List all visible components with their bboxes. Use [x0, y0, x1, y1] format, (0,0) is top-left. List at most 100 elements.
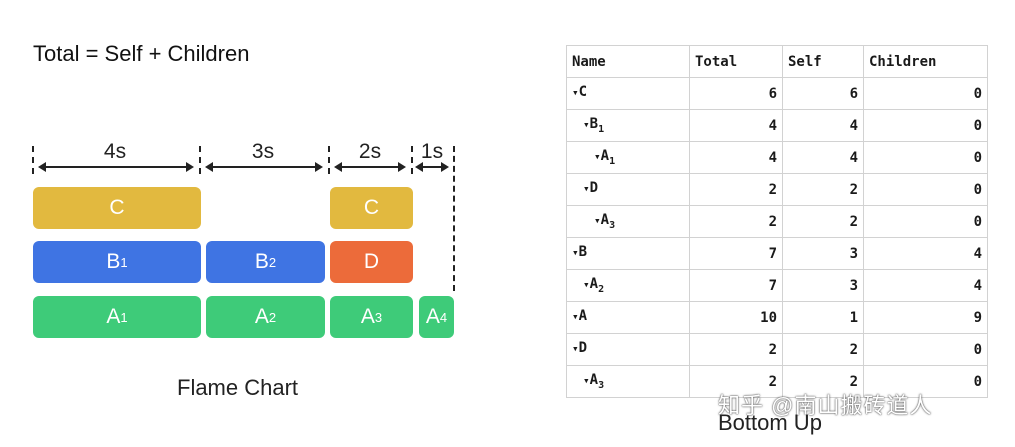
time-boundary	[32, 146, 34, 174]
bar-subscript: 2	[268, 254, 277, 270]
cell-total: 4	[689, 109, 783, 142]
cell-total: 10	[689, 301, 783, 334]
duration-arrow	[334, 162, 406, 172]
table-header-row: Name Total Self Children	[566, 45, 988, 78]
cell-total: 7	[689, 269, 783, 302]
header-name: Name	[566, 45, 690, 78]
function-name: D	[578, 340, 588, 357]
diagram-title: Total = Self + Children	[33, 41, 250, 66]
duration-label: 1s	[420, 140, 444, 163]
function-name: C	[578, 84, 588, 101]
time-boundary	[199, 146, 201, 174]
expand-caret-icon[interactable]: ▾	[572, 310, 579, 324]
function-name: A	[600, 212, 610, 229]
time-boundary	[328, 146, 330, 174]
cell-self: 2	[782, 365, 864, 398]
bar-letter: A	[106, 305, 121, 328]
cell-children: 0	[863, 333, 988, 366]
expand-caret-icon[interactable]: ▾	[583, 182, 590, 196]
cell-children: 4	[863, 237, 988, 270]
cell-self: 3	[782, 269, 864, 302]
cell-name: ▾A3	[566, 365, 690, 398]
duration-label: 3s	[251, 140, 275, 163]
function-name: B	[589, 116, 599, 133]
bar-letter: A	[360, 305, 375, 328]
bar-letter: A	[254, 305, 269, 328]
cell-self: 2	[782, 205, 864, 238]
header-total: Total	[689, 45, 783, 78]
cell-total: 4	[689, 141, 783, 174]
header-self: Self	[782, 45, 864, 78]
cell-children: 9	[863, 301, 988, 334]
function-subscript: 1	[598, 123, 605, 135]
cell-name: ▾B	[566, 237, 690, 270]
bar-letter: B	[254, 250, 269, 273]
cell-name: ▾A2	[566, 269, 690, 302]
cell-children: 0	[863, 365, 988, 398]
bar-subscript: 1	[120, 254, 128, 270]
table-caption: Bottom Up	[718, 410, 822, 435]
function-name: D	[589, 180, 599, 197]
cell-name: ▾D	[566, 173, 690, 206]
cell-self: 4	[782, 141, 864, 174]
function-name: A	[600, 148, 610, 165]
expand-caret-icon[interactable]: ▾	[583, 118, 590, 132]
duration-label: 4s	[103, 140, 127, 163]
cell-total: 6	[689, 77, 783, 110]
function-name: A	[589, 276, 599, 293]
cell-name: ▾A	[566, 301, 690, 334]
cell-total: 2	[689, 333, 783, 366]
bar-letter: A	[425, 305, 440, 328]
expand-caret-icon[interactable]: ▾	[583, 374, 590, 388]
cell-self: 6	[782, 77, 864, 110]
flame-chart-caption: Flame Chart	[177, 375, 299, 400]
cell-children: 4	[863, 269, 988, 302]
expand-caret-icon[interactable]: ▾	[594, 214, 601, 228]
cell-children: 0	[863, 141, 988, 174]
cell-children: 0	[863, 173, 988, 206]
function-name: A	[578, 308, 588, 325]
flame-bar-c: C	[33, 187, 201, 229]
cell-name: ▾B1	[566, 109, 690, 142]
cell-name: ▾C	[566, 77, 690, 110]
cell-self: 2	[782, 173, 864, 206]
cell-total: 7	[689, 237, 783, 270]
bar-letter: D	[363, 250, 380, 273]
bar-letter: C	[109, 196, 125, 219]
cell-self: 4	[782, 109, 864, 142]
expand-caret-icon[interactable]: ▾	[572, 342, 579, 356]
function-name: A	[589, 372, 599, 389]
function-name: B	[578, 244, 588, 261]
cell-total: 2	[689, 173, 783, 206]
cell-name: ▾D	[566, 333, 690, 366]
watermark: 知乎 @南山搬砖道人	[718, 393, 933, 418]
expand-caret-icon[interactable]: ▾	[583, 278, 590, 292]
expand-caret-icon[interactable]: ▾	[594, 150, 601, 164]
bar-subscript: 1	[120, 309, 128, 325]
duration-arrow	[205, 162, 323, 172]
cell-children: 0	[863, 77, 988, 110]
expand-caret-icon[interactable]: ▾	[572, 246, 579, 260]
time-boundary	[453, 146, 455, 291]
header-children: Children	[863, 45, 988, 78]
bar-subscript: 3	[374, 309, 383, 325]
function-subscript: 2	[598, 283, 605, 295]
time-boundary	[411, 146, 413, 174]
expand-caret-icon[interactable]: ▾	[572, 86, 579, 100]
